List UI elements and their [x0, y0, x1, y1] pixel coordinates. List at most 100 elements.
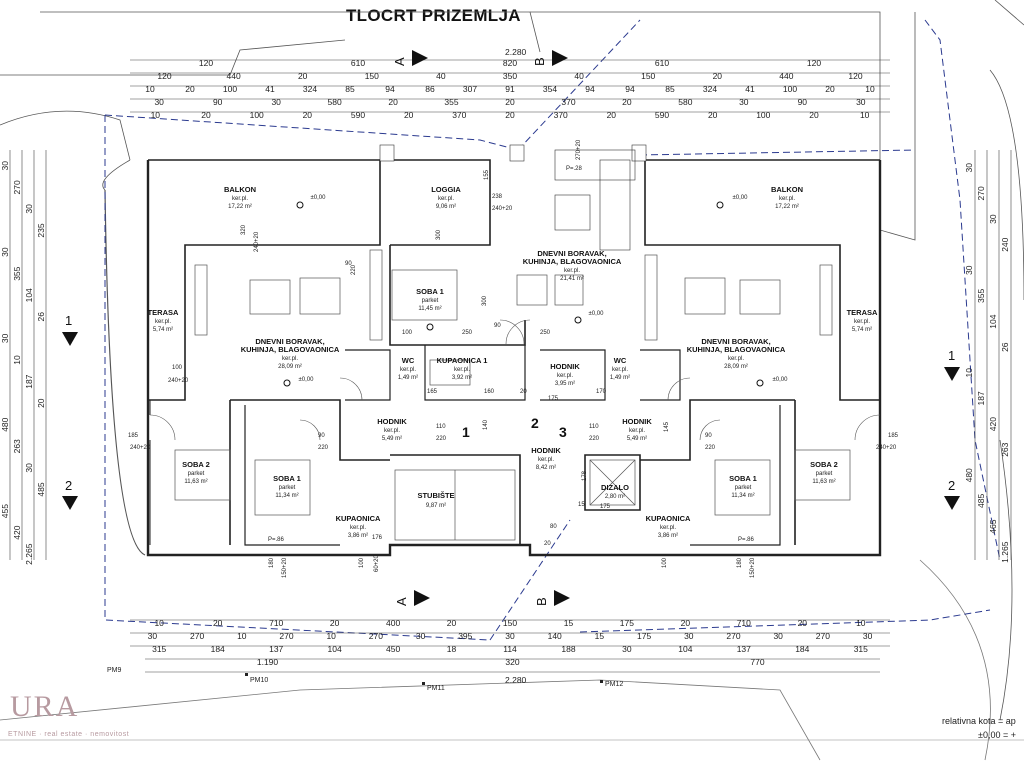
- svg-text:HODNIK: HODNIK: [377, 417, 407, 426]
- dim-label: 20: [447, 618, 457, 628]
- dim-label: 350: [503, 71, 517, 81]
- svg-text:100: 100: [402, 330, 413, 336]
- svg-text:11,34 m²: 11,34 m²: [275, 493, 298, 499]
- svg-text:60+20: 60+20: [374, 554, 380, 572]
- svg-text:11,63 m²: 11,63 m²: [184, 479, 207, 485]
- dim-label: 150: [641, 71, 655, 81]
- dim-label: 370: [554, 110, 568, 120]
- svg-text:3,95 m²: 3,95 m²: [555, 381, 575, 387]
- dim-label: 355: [444, 97, 458, 107]
- dim-label: 30: [0, 333, 10, 343]
- dim-label: 20: [201, 110, 211, 120]
- stair-mark-2: 2: [531, 415, 539, 431]
- dim-label: 20: [708, 110, 718, 120]
- svg-text:LOGGIA: LOGGIA: [431, 185, 461, 194]
- svg-text:HODNIK: HODNIK: [622, 417, 652, 426]
- svg-text:ker.pl.: ker.pl.: [232, 196, 248, 202]
- dim-label: 137: [737, 644, 751, 654]
- dim-label: 20: [298, 71, 308, 81]
- svg-text:ker.pl.: ker.pl.: [155, 319, 171, 325]
- elevation-note-2: ±0,00 = +: [978, 730, 1016, 740]
- dim-bottom-total: 2.280: [505, 675, 527, 685]
- dim-label: 41: [265, 84, 275, 94]
- svg-text:PM9: PM9: [107, 667, 122, 674]
- dim-label: 150: [503, 618, 517, 628]
- svg-text:P=.86: P=.86: [268, 537, 285, 543]
- dim-label: 307: [463, 84, 477, 94]
- svg-text:240+20: 240+20: [492, 206, 513, 212]
- plan-title: TLOCRT PRIZEMLJA: [346, 6, 521, 25]
- dim-label: 20: [798, 618, 808, 628]
- svg-text:DNEVNI BORAVAK,: DNEVNI BORAVAK,: [701, 337, 770, 346]
- dim-label: 120: [807, 58, 821, 68]
- svg-text:180: 180: [269, 557, 275, 568]
- svg-text:100: 100: [662, 557, 668, 568]
- dim-label: 20: [505, 110, 515, 120]
- dim-label: 85: [665, 84, 675, 94]
- svg-text:PM11: PM11: [427, 685, 445, 692]
- section-a-top: A: [392, 57, 407, 66]
- room-hodnik-right: HODNIK ker.pl. 5,49 m²: [622, 417, 652, 442]
- svg-text:ker.pl.: ker.pl.: [384, 428, 400, 434]
- svg-text:5,49 m²: 5,49 m²: [627, 436, 647, 442]
- dim-label: 20: [825, 84, 835, 94]
- dim-label: 270: [369, 631, 383, 641]
- svg-text:145: 145: [664, 421, 670, 432]
- dim-label: 30: [154, 97, 164, 107]
- dim-label: 465: [988, 519, 998, 533]
- svg-text:KUPAONICA: KUPAONICA: [646, 514, 691, 523]
- svg-text:100: 100: [359, 557, 365, 568]
- svg-text:11,34 m²: 11,34 m²: [731, 493, 754, 499]
- dim-label: 30: [964, 163, 974, 173]
- dim-label: 85: [345, 84, 355, 94]
- svg-text:17,22 m²: 17,22 m²: [228, 204, 252, 210]
- dim-label: 30: [773, 631, 783, 641]
- svg-text:160: 160: [484, 389, 495, 395]
- dim-label: 485: [976, 494, 986, 508]
- section-b-bottom: B: [534, 597, 549, 606]
- svg-text:240+20: 240+20: [876, 445, 897, 451]
- svg-text:5,49 m²: 5,49 m²: [382, 436, 402, 442]
- dim-label: 100: [223, 84, 237, 94]
- svg-text:3,92 m²: 3,92 m²: [452, 375, 472, 381]
- svg-text:90: 90: [345, 261, 352, 267]
- svg-text:DIZALO: DIZALO: [601, 483, 629, 492]
- dim-top-total: 2.280: [505, 47, 527, 57]
- svg-text:176: 176: [372, 535, 383, 541]
- svg-text:28,09 m²: 28,09 m²: [724, 364, 748, 370]
- dim-label: 20: [330, 618, 340, 628]
- dim-label: 315: [854, 644, 868, 654]
- dim-label: 104: [24, 288, 34, 302]
- dim-label: 20: [303, 110, 313, 120]
- svg-text:±0,00: ±0,00: [773, 377, 789, 383]
- dim-label: 30: [148, 631, 158, 641]
- dim-label: 580: [678, 97, 692, 107]
- svg-text:ker.pl.: ker.pl.: [728, 356, 744, 362]
- svg-text:270+20: 270+20: [576, 139, 582, 160]
- svg-text:15: 15: [578, 502, 585, 508]
- dim-label: 480: [964, 468, 974, 482]
- dim-label: 114: [503, 644, 517, 654]
- svg-text:90: 90: [318, 433, 325, 439]
- furniture: [174, 249, 851, 541]
- svg-text:WC: WC: [614, 356, 627, 365]
- section-markers: A B A B 1 1 2 2 1 2 3: [62, 50, 960, 606]
- svg-text:11,63 m²: 11,63 m²: [812, 479, 835, 485]
- svg-text:±0,00: ±0,00: [589, 311, 605, 317]
- dim-label: 235: [36, 223, 46, 237]
- level-markers: [283, 201, 764, 387]
- dim-label: 610: [351, 58, 365, 68]
- dim-label: 20: [681, 618, 691, 628]
- svg-text:220: 220: [436, 436, 447, 442]
- dim-label: 15: [595, 631, 605, 641]
- svg-text:220: 220: [351, 264, 357, 275]
- svg-text:ker.pl.: ker.pl.: [629, 428, 645, 434]
- dim-label: 10: [145, 84, 155, 94]
- dim-label: 420: [12, 525, 22, 539]
